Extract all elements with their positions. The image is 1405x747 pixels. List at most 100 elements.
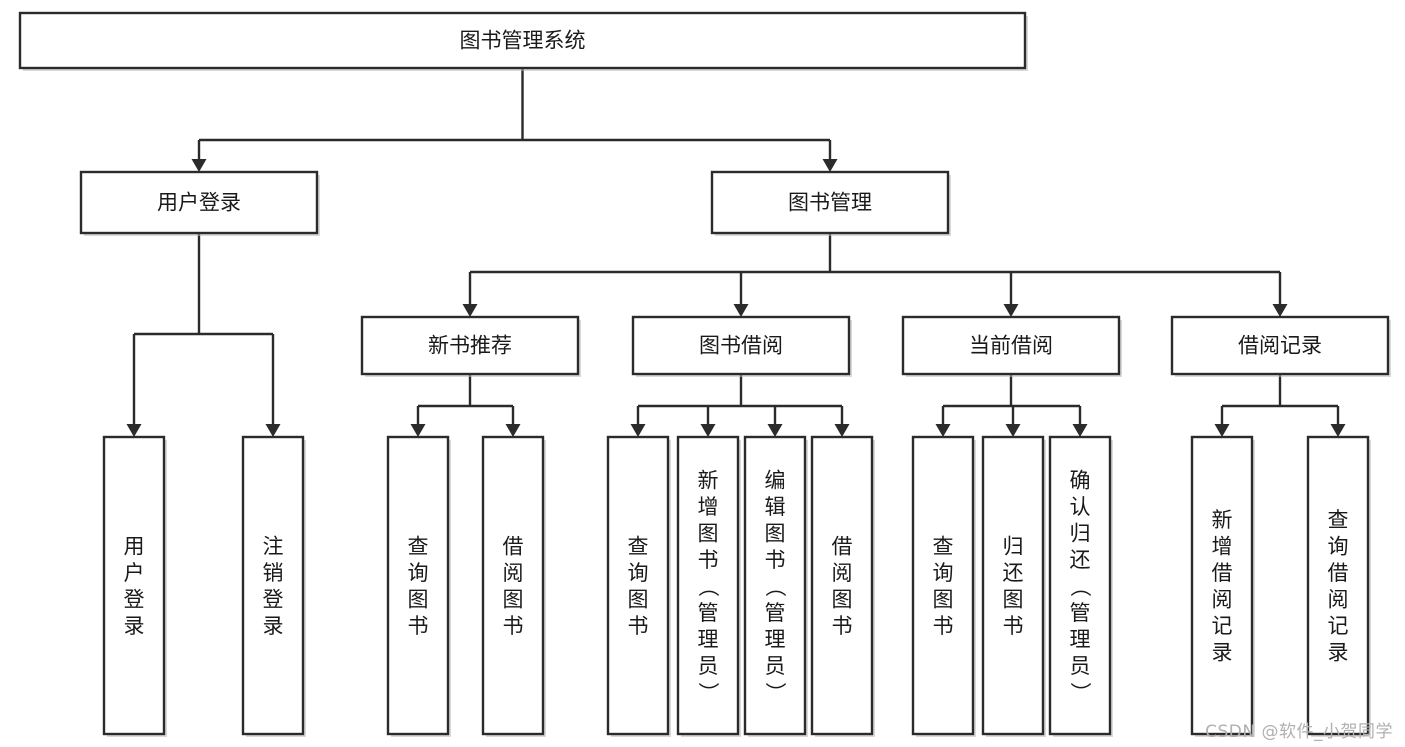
node-label-char: 理 — [1070, 627, 1091, 651]
node-label-char: 员 — [698, 654, 719, 678]
node-label-char: 书 — [765, 548, 786, 572]
node-label-char: 借 — [832, 535, 853, 559]
node-box[interactable] — [631, 315, 851, 376]
node-label-char: 书 — [628, 614, 649, 638]
node-label-char: 辑 — [765, 495, 786, 519]
node-user-login[interactable]: 用户登录 — [79, 170, 320, 236]
node-box[interactable] — [743, 435, 807, 736]
node-label-char: （ — [696, 576, 720, 597]
node-box[interactable] — [386, 435, 450, 736]
node-new-book-recommend[interactable]: 新书推荐 — [360, 315, 581, 377]
node-box[interactable] — [606, 435, 670, 736]
node-box[interactable] — [901, 315, 1121, 376]
node-leaf-return-book[interactable]: 归还图书归还图书 — [981, 435, 1046, 737]
node-box[interactable] — [1190, 435, 1254, 736]
node-label: 图书借阅 — [699, 334, 783, 358]
node-label-char: 查 — [1328, 508, 1349, 532]
node-label-char: 书 — [832, 614, 853, 638]
node-label-char: 员 — [765, 654, 786, 678]
node-label: 图书管理 — [788, 191, 872, 215]
connector-borrow-record-to-leaves — [1214, 374, 1346, 437]
node-label-char: 新 — [698, 468, 719, 492]
node-box[interactable] — [1306, 435, 1370, 736]
node-box[interactable] — [79, 170, 319, 235]
node-label-char: 归 — [1070, 521, 1091, 545]
node-label-char: 借 — [1328, 561, 1349, 585]
node-label-char: 书 — [503, 614, 524, 638]
node-box[interactable] — [676, 435, 740, 736]
node-box[interactable] — [810, 435, 874, 736]
node-label-char: 登 — [124, 588, 145, 612]
node-box[interactable] — [360, 315, 580, 376]
node-box[interactable] — [481, 435, 545, 736]
node-label-char: 询 — [408, 561, 429, 585]
node-label-char: ） — [1068, 682, 1092, 703]
node-box[interactable] — [1048, 435, 1112, 736]
node-label-char: 理 — [698, 627, 719, 651]
node-label-char: 认 — [1070, 495, 1091, 519]
connector-book-borrow-to-leaves — [630, 374, 850, 437]
node-label-char: 录 — [1328, 641, 1349, 665]
node-borrow-record[interactable]: 借阅记录 — [1170, 315, 1391, 377]
node-label-char: 增 — [698, 495, 719, 519]
node-leaf-user-logout[interactable]: 注销登录注销登录 — [241, 435, 306, 737]
node-label-char: 书 — [1003, 614, 1024, 638]
node-label-char: 记 — [1328, 614, 1349, 638]
node-box[interactable] — [18, 11, 1027, 70]
node-label-char: 查 — [408, 535, 429, 559]
node-label-char: 图 — [933, 588, 954, 612]
node-label-char: ） — [696, 682, 720, 703]
node-leaf-user-login[interactable]: 用户登录用户登录 — [102, 435, 167, 737]
node-box[interactable] — [710, 170, 950, 235]
node-label: 图书管理系统 — [460, 29, 586, 53]
node-label-char: 员 — [1070, 654, 1091, 678]
node-leaf-borrow-book-recommend[interactable]: 借阅图书借阅图书 — [481, 435, 546, 737]
node-book-manage[interactable]: 图书管理 — [710, 170, 951, 236]
node-label-char: 图 — [1003, 588, 1024, 612]
node-label-char: 图 — [408, 588, 429, 612]
node-leaf-add-borrow-record[interactable]: 新增借阅记录新增借阅记录 — [1190, 435, 1255, 737]
connector-root-to-level2 — [191, 68, 838, 172]
node-box[interactable] — [911, 435, 975, 736]
node-label-char: 查 — [628, 535, 649, 559]
node-label: 用户登录 — [157, 191, 241, 215]
node-current-borrow[interactable]: 当前借阅 — [901, 315, 1122, 377]
node-label-char: 销 — [263, 561, 284, 585]
node-label-char: 查 — [933, 535, 954, 559]
node-label-char: 借 — [1212, 561, 1233, 585]
node-label-char: 图 — [503, 588, 524, 612]
node-box[interactable] — [102, 435, 166, 736]
node-leaf-query-book-borrow[interactable]: 查询图书查询图书 — [606, 435, 671, 737]
node-box[interactable] — [981, 435, 1045, 736]
node-box[interactable] — [1170, 315, 1390, 376]
node-leaf-query-book-recommend[interactable]: 查询图书查询图书 — [386, 435, 451, 737]
node-label-char: 书 — [408, 614, 429, 638]
node-label-char: （ — [1068, 576, 1092, 597]
node-label: 借阅记录 — [1238, 334, 1322, 358]
node-root[interactable]: 图书管理系统 — [18, 11, 1028, 71]
node-label-char: 阅 — [832, 561, 853, 585]
node-label-char: 注 — [263, 535, 284, 559]
node-label-char: 管 — [765, 601, 786, 625]
node-label-char: 增 — [1212, 535, 1233, 559]
node-leaf-query-book-current[interactable]: 查询图书查询图书 — [911, 435, 976, 737]
node-label-char: 询 — [933, 561, 954, 585]
node-label-char: 书 — [698, 548, 719, 572]
node-label: 当前借阅 — [969, 334, 1053, 358]
node-label-char: 阅 — [1212, 588, 1233, 612]
node-leaf-borrow-book[interactable]: 借阅图书借阅图书 — [810, 435, 875, 737]
watermark-text: CSDN @软件_小贺同学 — [1205, 722, 1393, 742]
node-label-char: 编 — [765, 468, 786, 492]
node-label-char: （ — [763, 576, 787, 597]
node-leaf-query-borrow-record[interactable]: 查询借阅记录查询借阅记录 — [1306, 435, 1371, 737]
node-book-borrow[interactable]: 图书借阅 — [631, 315, 852, 377]
node-label-char: 录 — [263, 614, 284, 638]
node-label-char: 询 — [628, 561, 649, 585]
node-layer: 图书管理系统用户登录图书管理新书推荐图书借阅当前借阅借阅记录用户登录用户登录注销… — [18, 11, 1391, 737]
node-box[interactable] — [241, 435, 305, 736]
node-label-char: 理 — [765, 627, 786, 651]
node-label-char: 录 — [1212, 641, 1233, 665]
